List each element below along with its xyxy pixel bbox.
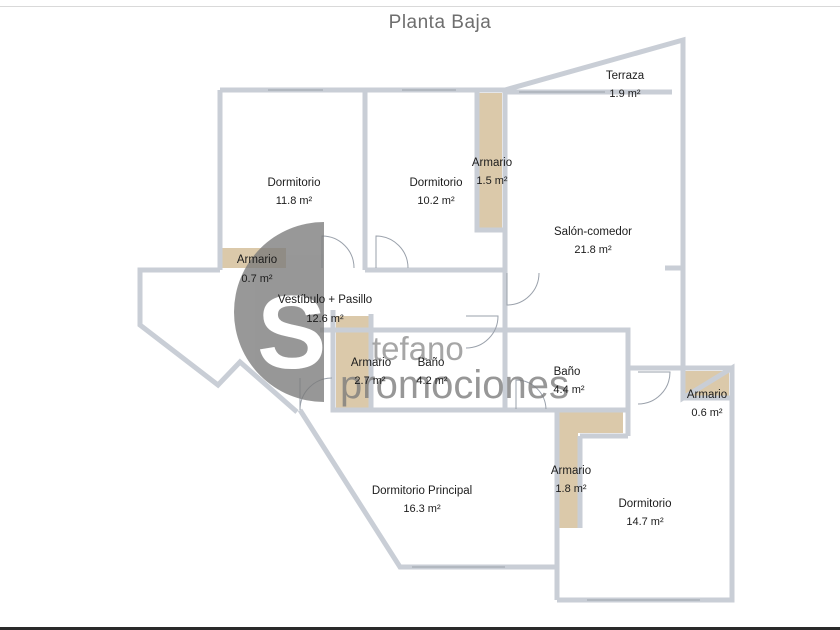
label-armario-1: Armario	[472, 157, 512, 169]
label-armario-4: Armario	[687, 389, 727, 401]
area-bano-1: 4.2 m²	[416, 375, 448, 387]
area-dormitorio-principal: 16.3 m²	[403, 503, 441, 515]
door-dormitorio-2	[375, 235, 409, 269]
door-salon	[506, 272, 540, 306]
watermark-line1: tefano	[372, 330, 464, 367]
label-armario-2: Armario	[237, 254, 277, 266]
door-dormitorio-1	[321, 235, 355, 269]
door-bano-1	[465, 315, 499, 349]
label-dormitorio-2: Dormitorio	[409, 177, 462, 189]
area-dormitorio-3: 14.7 m²	[626, 516, 664, 528]
room-labels: Dormitorio 11.8 m² Dormitorio 10.2 m² Ar…	[237, 70, 727, 528]
wall-armario-5	[554, 407, 628, 600]
wall-dormitorio-3	[557, 363, 735, 603]
wall-terraza	[504, 36, 686, 398]
area-dormitorio-2: 10.2 m²	[417, 195, 455, 207]
label-salon: Salón-comedor	[554, 226, 632, 238]
windows	[268, 89, 700, 601]
area-armario-2: 0.7 m²	[241, 273, 273, 285]
closet-fill-5	[559, 410, 623, 528]
label-armario-5: Armario	[551, 465, 591, 477]
watermark: S tefano promociones	[234, 222, 569, 407]
door-dormitorio-3	[637, 371, 671, 405]
watermark-letter: S	[257, 275, 326, 391]
label-terraza: Terraza	[606, 70, 645, 82]
label-vestibulo: Vestíbulo + Pasillo	[278, 294, 372, 306]
area-vestibulo: 12.6 m²	[306, 313, 344, 325]
wall-bano-2	[505, 327, 631, 436]
watermark-half-disc	[234, 222, 324, 402]
label-bano-1: Baño	[418, 357, 445, 369]
label-dormitorio-principal: Dormitorio Principal	[372, 485, 472, 497]
label-bano-2: Baño	[554, 366, 581, 378]
area-armario-4: 0.6 m²	[691, 407, 723, 419]
area-armario-5: 1.8 m²	[555, 483, 587, 495]
bottom-border	[0, 627, 840, 630]
wall-bano-1	[330, 310, 508, 413]
floor-title: Planta Baja	[388, 12, 492, 33]
area-dormitorio-1: 11.8 m²	[276, 195, 313, 207]
wall-armario-1	[474, 92, 505, 233]
area-bano-2: 4.4 m²	[553, 384, 585, 396]
label-dormitorio-1: Dormitorio	[267, 177, 320, 189]
area-armario-1: 1.5 m²	[476, 175, 508, 187]
label-armario-3: Armario	[351, 357, 391, 369]
area-terraza: 1.9 m²	[609, 88, 641, 100]
wall-pasillo	[320, 267, 508, 333]
wall-vestibulo	[137, 267, 299, 414]
area-armario-3: 2.7 m²	[354, 375, 386, 387]
top-border	[0, 0, 840, 7]
wall-armario-4	[682, 365, 732, 401]
label-dormitorio-3: Dormitorio	[618, 498, 671, 510]
door-bano-2	[515, 379, 547, 410]
watermark-line2: promociones	[340, 363, 569, 407]
area-salon: 21.8 m²	[574, 244, 612, 256]
closet-fill-1	[479, 93, 502, 229]
